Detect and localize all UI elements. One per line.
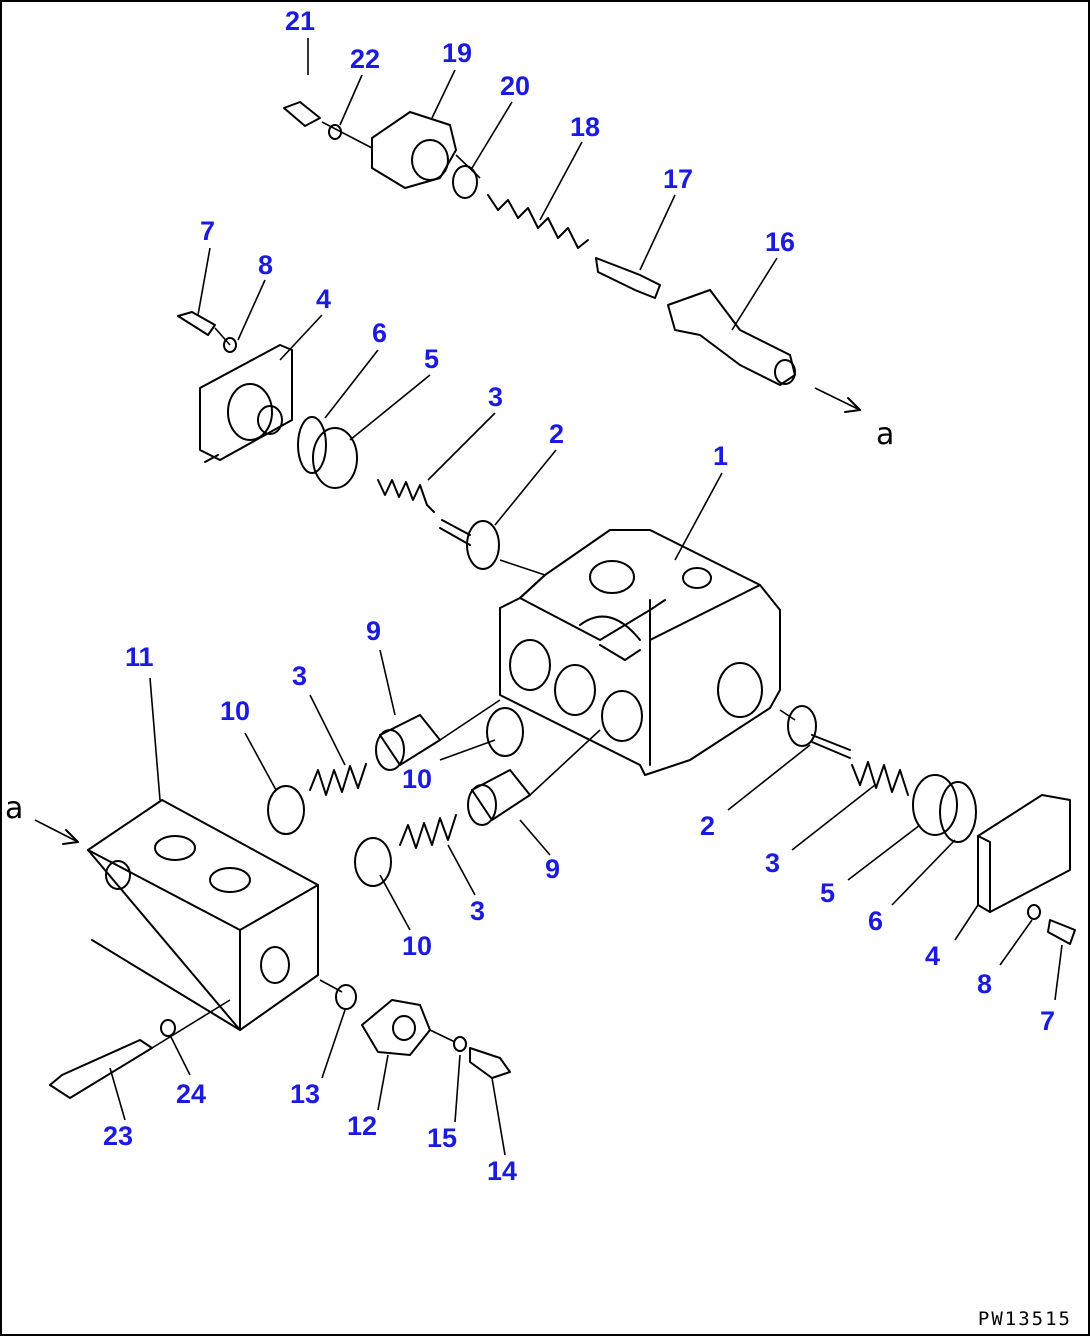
callout-7-upper: 7 <box>200 216 215 246</box>
callout-13: 13 <box>290 1079 320 1109</box>
callout-10-lower: 10 <box>402 931 432 961</box>
part-3-spring-middle <box>309 763 367 796</box>
callout-22: 22 <box>350 44 380 74</box>
connection-arrow-top <box>814 387 861 413</box>
part-3-spring-right <box>851 761 909 796</box>
callout-3-lower: 3 <box>470 896 485 926</box>
callout-12: 12 <box>347 1111 377 1141</box>
part-2-piston-upper <box>439 519 500 570</box>
callout-19: 19 <box>442 38 472 68</box>
part-3-spring-upper <box>377 479 435 513</box>
callout-23: 23 <box>103 1121 133 1151</box>
part-5-ring-upper <box>312 427 358 489</box>
part-9-sleeve-lower <box>467 769 531 826</box>
callout-9-upper: 9 <box>366 616 381 646</box>
part-4-cover-upper <box>199 344 293 463</box>
callout-2-upper: 2 <box>549 419 564 449</box>
callout-24: 24 <box>176 1079 206 1109</box>
part-2-piston-lower <box>787 705 851 759</box>
callout-1: 1 <box>713 441 728 471</box>
part-7-bolt-lower <box>1047 919 1076 945</box>
part-23-bolt <box>49 1039 153 1099</box>
part-11-lower-block <box>87 799 319 1031</box>
part-18-spring <box>487 194 589 249</box>
part-6-ring-upper <box>297 416 327 474</box>
callout-17: 17 <box>663 164 693 194</box>
callout-18: 18 <box>570 112 600 142</box>
connection-arrow-left <box>34 819 79 845</box>
callout-21: 21 <box>285 6 315 36</box>
part-10-ring-left <box>267 785 305 835</box>
callout-9-lower: 9 <box>545 854 560 884</box>
part-10-ring-lower <box>354 837 392 887</box>
callout-3-upper: 3 <box>488 382 503 412</box>
callout-3-middle: 3 <box>292 661 307 691</box>
part-15-washer <box>453 1036 467 1052</box>
callout-11: 11 <box>125 642 154 672</box>
callout-5-lower: 5 <box>820 878 835 908</box>
assembly-axis-lines <box>151 121 796 1049</box>
part-4-cover-lower <box>977 794 1071 913</box>
part-8-washer-lower <box>1027 904 1041 920</box>
callout-5-upper: 5 <box>424 344 439 374</box>
part-5-ring-lower <box>912 774 958 836</box>
part-3-spring-lower <box>399 814 457 849</box>
callout-8-lower: 8 <box>977 969 992 999</box>
callout-16: 16 <box>765 227 795 257</box>
part-20-o-ring <box>452 165 478 199</box>
part-13-o-ring <box>335 984 357 1010</box>
part-9-sleeve-upper <box>375 714 441 771</box>
callout-3-right: 3 <box>765 848 780 878</box>
part-21-bolt <box>283 101 321 127</box>
part-24-washer <box>160 1019 176 1037</box>
callout-leaders <box>109 38 1063 1156</box>
part-17-plunger <box>595 257 661 299</box>
part-7-bolt-upper <box>177 311 216 336</box>
part-1-valve-body <box>499 529 781 776</box>
part-12-flange <box>361 999 431 1056</box>
part-19-cover <box>371 111 457 189</box>
part-14-bolt <box>469 1047 511 1079</box>
callout-4-upper: 4 <box>316 284 331 314</box>
callout-6-lower: 6 <box>868 906 883 936</box>
part-16-spool <box>667 289 796 386</box>
part-6-ring-lower <box>939 781 977 843</box>
connection-letter-a-left: a <box>5 791 23 826</box>
callout-20: 20 <box>500 71 530 101</box>
callout-15: 15 <box>427 1123 457 1153</box>
callout-6-upper: 6 <box>372 318 387 348</box>
callout-10-middle: 10 <box>402 764 432 794</box>
connection-letter-a-top: a <box>876 417 894 452</box>
callout-10-left: 10 <box>220 696 250 726</box>
callout-2-lower: 2 <box>700 811 715 841</box>
part-10-ring-middle <box>486 707 524 757</box>
callout-4-lower: 4 <box>925 941 940 971</box>
callout-14: 14 <box>487 1156 517 1186</box>
callout-7-lower: 7 <box>1040 1006 1055 1036</box>
part-8-washer-upper <box>223 337 237 353</box>
callout-8-upper: 8 <box>258 250 273 280</box>
drawing-code: PW13515 <box>977 1308 1072 1330</box>
